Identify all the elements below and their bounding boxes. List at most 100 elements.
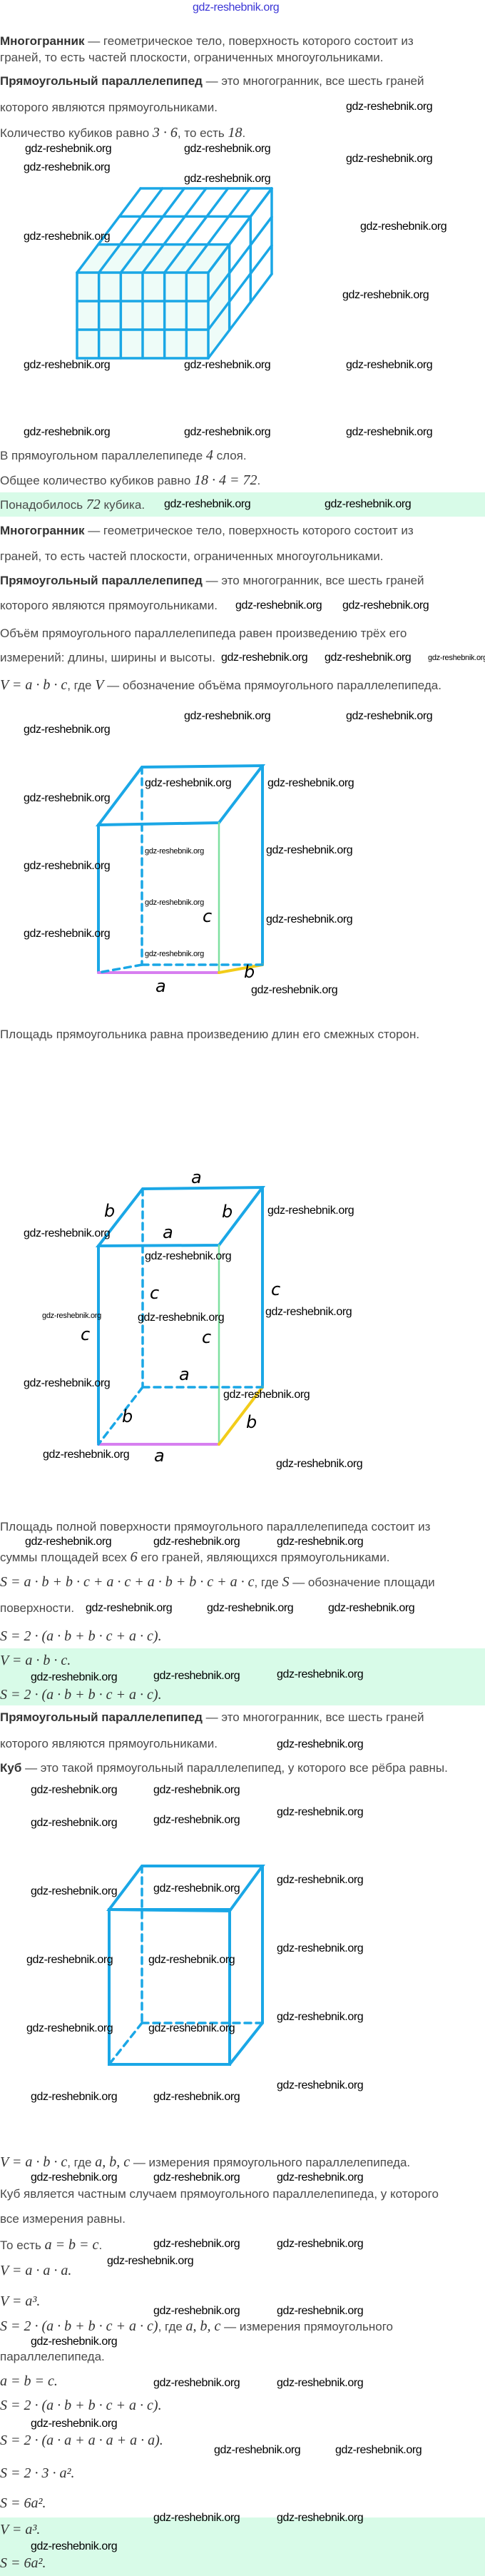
answer-band-cubes [0, 492, 485, 517]
grid-line [119, 187, 186, 274]
watermark: gdz-reshebnik.org [265, 1306, 352, 1318]
watermark: gdz-reshebnik.org [145, 777, 232, 789]
watermark: gdz-reshebnik.org [153, 1784, 240, 1796]
box2-label: b [122, 1406, 133, 1426]
box2-label: b [246, 1412, 257, 1432]
watermark: gdz-reshebnik.org [31, 1817, 118, 1829]
watermark: gdz-reshebnik.org [138, 1312, 225, 1324]
text-line: V = a · b · c, где V — обозначение объём… [0, 677, 441, 693]
box2-label: a [154, 1446, 165, 1466]
watermark: gdz-reshebnik.org [153, 2091, 240, 2103]
text-line: S = 2 · 3 · a². [0, 2465, 75, 2481]
box2-label: a [191, 1167, 202, 1187]
math-expression: 18 · 4 = 72 [194, 472, 257, 488]
text-line: Прямоугольный параллелепипед — это много… [0, 1710, 424, 1725]
text-segment: То есть [0, 2238, 45, 2252]
text-segment: слоя. [213, 449, 247, 462]
watermark: gdz-reshebnik.org [148, 1954, 235, 1966]
text-line: S = 2 · (a · b + b · c + a · c), где a, … [0, 2318, 393, 2334]
text-line: которого являются прямоугольниками. [0, 598, 218, 614]
watermark: gdz-reshebnik.org [207, 1602, 294, 1614]
watermark: gdz-reshebnik.org [428, 654, 485, 662]
text-segment: — измерения прямоугольного параллелепипе… [130, 2156, 411, 2169]
watermark: gdz-reshebnik.org [346, 359, 433, 371]
text-line: V = a³. [0, 2293, 40, 2309]
box2-label: c [271, 1279, 280, 1299]
text-segment: которого являются прямоугольниками. [0, 1737, 218, 1750]
site-link[interactable]: gdz-reshebnik.org [193, 1, 280, 14]
watermark: gdz-reshebnik.org [184, 710, 271, 722]
text-line: суммы площадей всех 6 его граней, являющ… [0, 1549, 389, 1565]
math-expression: S = 2 · (a · b + b · c + a · c). [0, 1628, 162, 1644]
grid-line [97, 187, 164, 274]
text-segment: , то есть [177, 126, 228, 140]
text-segment: кубика. [100, 498, 146, 512]
text-line: Многогранник — геометрическое тело, пове… [0, 34, 414, 49]
text-segment: , где [158, 2320, 186, 2333]
grid-line [207, 215, 273, 303]
watermark: gdz-reshebnik.org [277, 2238, 364, 2250]
text-segment: параллелепипеда. [0, 2350, 105, 2363]
math-expression: V = a · b · c [0, 2154, 68, 2170]
text-segment: Понадобилось [0, 498, 86, 512]
box2-label: c [150, 1283, 159, 1303]
text-line: которого являются прямоугольниками. [0, 1736, 218, 1752]
text-line: Общее количество кубиков равно 18 · 4 = … [0, 472, 260, 488]
text-line: Объём прямоугольного параллелепипеда рав… [0, 626, 407, 642]
watermark: gdz-reshebnik.org [145, 898, 204, 907]
watermark: gdz-reshebnik.org [267, 1205, 354, 1217]
term-bold: Многогранник [0, 34, 85, 48]
text-segment: — это многогранник, все шесть граней [202, 574, 424, 587]
text-line: Многогранник — геометрическое тело, пове… [0, 523, 414, 539]
watermark: gdz-reshebnik.org [25, 143, 112, 155]
box2-label: b [222, 1202, 233, 1222]
watermark: gdz-reshebnik.org [184, 143, 271, 155]
box2-label: b [104, 1201, 115, 1221]
watermark: gdz-reshebnik.org [277, 1536, 364, 1548]
watermark: gdz-reshebnik.org [153, 1536, 240, 1548]
text-segment: Количество кубиков равно [0, 126, 153, 140]
math-expression: S = 2 · 3 · a². [0, 2465, 75, 2481]
watermark: gdz-reshebnik.org [24, 1377, 111, 1389]
watermark: gdz-reshebnik.org [221, 651, 308, 664]
text-line: В прямоугольном параллелепипеде 4 слоя. [0, 447, 247, 463]
text-segment: — это такой прямоугольный параллелепипед… [21, 1761, 448, 1775]
term-bold: Куб [0, 1761, 22, 1775]
text-line: параллелепипеда. [0, 2349, 105, 2365]
watermark: gdz-reshebnik.org [26, 1954, 113, 1966]
text-line: V = a · b · c. [0, 1653, 71, 1668]
watermark: gdz-reshebnik.org [107, 2255, 194, 2267]
text-line: Понадобилось 72 кубика. [0, 497, 145, 512]
watermark: gdz-reshebnik.org [145, 950, 204, 958]
watermark: gdz-reshebnik.org [277, 2377, 364, 2389]
term-bold: Прямоугольный параллелепипед [0, 574, 203, 587]
answer-band-formulas [0, 1648, 485, 1705]
grid-line [207, 187, 273, 274]
box1-label-a: a [155, 976, 166, 996]
watermark: gdz-reshebnik.org [153, 2238, 240, 2250]
watermark: gdz-reshebnik.org [184, 426, 271, 438]
text-segment: поверхности. [0, 1601, 75, 1615]
text-segment: которого являются прямоугольниками. [0, 599, 218, 612]
text-line: То есть a = b = c. [0, 2237, 102, 2253]
text-line: S = 2 · (a · b + b · c + a · c). [0, 2398, 162, 2413]
box2-label: a [163, 1222, 173, 1242]
math-expression: V = a · b · c. [0, 1653, 71, 1668]
watermark: gdz-reshebnik.org [325, 498, 412, 510]
term-bold: Многогранник [0, 524, 85, 537]
math-expression: a = b = c. [0, 2373, 58, 2389]
grid-line [207, 273, 273, 360]
text-segment: Объём прямоугольного параллелепипеда рав… [0, 627, 407, 640]
watermark: gdz-reshebnik.org [24, 426, 111, 438]
text-line: S = 6a². [0, 2495, 46, 2511]
text-line: S = 2 · (a · b + b · c + a · c). [0, 1628, 162, 1644]
text-line: S = 2 · (a · b + b · c + a · c). [0, 1687, 162, 1703]
cube-front-face [108, 1908, 231, 2066]
text-segment: его граней, являющихся прямоугольниками. [137, 1551, 390, 1564]
text-segment: , где [254, 1576, 282, 1589]
watermark: gdz-reshebnik.org [346, 153, 433, 165]
watermark: gdz-reshebnik.org [148, 2022, 235, 2034]
math-expression: S = 2 · (a · a + a · a + a · a). [0, 2433, 163, 2448]
watermark: gdz-reshebnik.org [145, 847, 204, 856]
